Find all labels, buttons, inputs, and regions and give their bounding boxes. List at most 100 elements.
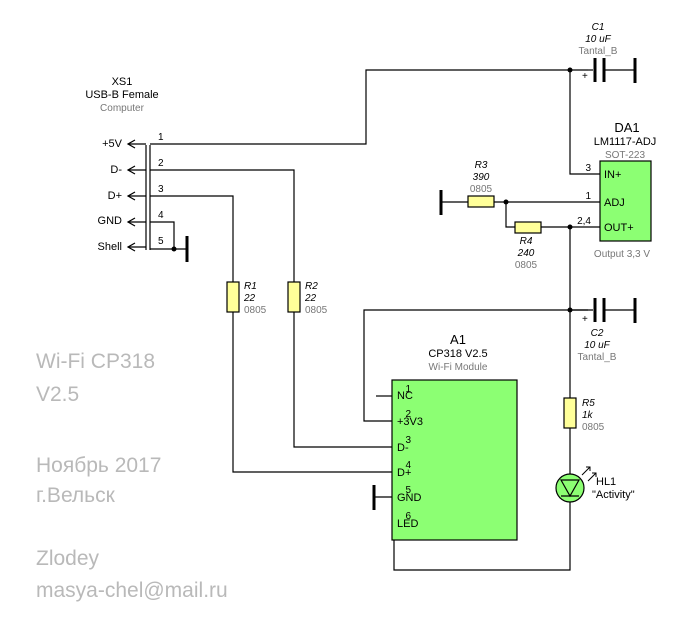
da1-pin-name: OUT+: [604, 222, 634, 234]
r1-pkg: 0805: [244, 305, 267, 316]
xs1-pin-num: 4: [158, 210, 164, 221]
da1-pin-name: IN+: [604, 169, 621, 181]
r3-ref: R3: [475, 160, 488, 171]
xs1-pin-5: Shell 5: [98, 236, 164, 253]
xs1-pin-label: +5V: [102, 138, 123, 150]
xs1-pin-num: 3: [158, 184, 164, 195]
resistor-body: [226, 281, 240, 313]
a1-pin-name: D+: [397, 467, 411, 479]
c2-pkg: Tantal_B: [578, 352, 617, 363]
r2-pkg: 0805: [305, 305, 328, 316]
a1-pin-name: +3V3: [397, 416, 423, 428]
r1-ref: R1: [244, 281, 257, 292]
a1-pin-num: 6: [405, 511, 411, 522]
r4-ref: R4: [520, 236, 533, 247]
a1-pin-num: 2: [405, 409, 411, 420]
da1-output-note: Output 3,3 V: [594, 249, 650, 260]
capacitor-c2: + C2 10 uF Tantal_B: [570, 298, 637, 363]
led-body: [555, 473, 585, 503]
resistor-r1: R1 22 0805: [226, 281, 267, 316]
capacitor-c1: + C1 10 uF Tantal_B: [579, 22, 637, 83]
xs1-pin-num: 5: [158, 236, 164, 247]
da1-pin-num: 1: [585, 191, 591, 202]
r1-value: 22: [243, 293, 256, 304]
note-date-line1: Ноябрь 2017: [36, 454, 161, 477]
r4-pkg: 0805: [515, 260, 538, 271]
xs1-desc: Computer: [100, 103, 145, 114]
a1-pin-name: NC: [397, 390, 413, 402]
xs1-pin-label: D+: [108, 190, 122, 202]
resistor-body: [563, 397, 577, 429]
module-a1: A1 CP318 V2.5 Wi-Fi Module 1 NC 2 +3V3 3…: [376, 332, 518, 541]
led-hl1: HL1 "Activity": [555, 466, 635, 503]
regulator-body: [599, 160, 652, 242]
a1-pin-name: GND: [397, 492, 422, 504]
xs1-ref: XS1: [112, 76, 133, 88]
resistor-body: [514, 221, 542, 234]
resistor-r5: R5 1k 0805: [563, 397, 605, 433]
da1-part: LM1117-ADJ: [594, 136, 657, 148]
xs1-pin-num: 1: [158, 132, 164, 143]
resistor-body: [287, 281, 301, 313]
da1-ref: DA1: [614, 120, 639, 135]
da1-pin-num: 3: [585, 163, 591, 174]
xs1-pin-1: +5V 1: [102, 132, 164, 150]
xs1-pin-label: GND: [98, 215, 123, 227]
hl1-desc: "Activity": [592, 489, 635, 501]
hl1-ref: HL1: [596, 476, 616, 488]
junction-dot: [171, 246, 177, 252]
xs1-pin-label: Shell: [98, 241, 122, 253]
c1-ref: C1: [592, 22, 605, 33]
da1-pin-name: ADJ: [604, 197, 625, 209]
r5-pkg: 0805: [582, 422, 605, 433]
a1-part: CP318 V2.5: [428, 348, 487, 360]
da1-pkg: SOT-223: [605, 150, 645, 161]
xs1-pin-num: 2: [158, 158, 164, 169]
diode-icon: [559, 479, 581, 498]
xs1-pin-4: GND 4: [98, 210, 164, 227]
regulator-da1: DA1 LM1117-ADJ SOT-223 3 IN+ 1 ADJ 2,4 O…: [577, 120, 656, 260]
a1-ref: A1: [450, 332, 466, 347]
notes: Wi-Fi CP318 V2.5 Ноябрь 2017 г.Вельск Zl…: [36, 350, 228, 602]
xs1-pin-2: D- 2: [110, 158, 164, 176]
a1-pin-num: 4: [405, 460, 411, 471]
r3-pkg: 0805: [470, 184, 493, 195]
c2-plus: +: [582, 314, 588, 325]
c1-value: 10 uF: [585, 34, 611, 45]
a1-pin-num: 1: [405, 384, 411, 395]
c2-value: 10 uF: [584, 340, 610, 351]
c2-ref: C2: [591, 328, 604, 339]
r2-value: 22: [304, 293, 317, 304]
xs1-pin-3: D+ 3: [108, 184, 164, 202]
xs1-type: USB-B Female: [85, 89, 158, 101]
resistor-r3: R3 390 0805: [439, 160, 495, 215]
light-arrow-icon: [587, 472, 597, 482]
a1-pin-num: 5: [405, 485, 411, 496]
xs1-pin-label: D-: [110, 164, 122, 176]
note-email: masya-chel@mail.ru: [36, 579, 228, 602]
a1-pin-num: 3: [405, 435, 411, 446]
connector-xs1: XS1 USB-B Female Computer +5V 1 D- 2 D+ …: [85, 76, 189, 262]
note-title-line2: V2.5: [36, 383, 79, 406]
r3-value: 390: [473, 172, 490, 183]
r2-ref: R2: [305, 281, 318, 292]
light-arrow-icon: [581, 466, 591, 476]
junction-dot: [567, 67, 573, 73]
r5-ref: R5: [582, 398, 595, 409]
c1-plus: +: [582, 71, 588, 82]
note-author: Zlodey: [36, 547, 100, 570]
r5-value: 1k: [582, 410, 594, 421]
note-title-line1: Wi-Fi CP318: [36, 350, 155, 373]
r4-value: 240: [517, 248, 535, 259]
resistor-r2: R2 22 0805: [287, 281, 328, 316]
note-date-line2: г.Вельск: [36, 484, 116, 507]
wires: [150, 67, 600, 571]
c1-pkg: Tantal_B: [579, 46, 618, 57]
a1-pin-name: D-: [397, 442, 409, 454]
module-body: [391, 379, 518, 541]
a1-desc: Wi-Fi Module: [429, 362, 488, 373]
resistor-body: [467, 195, 495, 208]
resistor-r4: R4 240 0805: [514, 221, 542, 271]
a1-pin-name: LED: [397, 518, 418, 530]
